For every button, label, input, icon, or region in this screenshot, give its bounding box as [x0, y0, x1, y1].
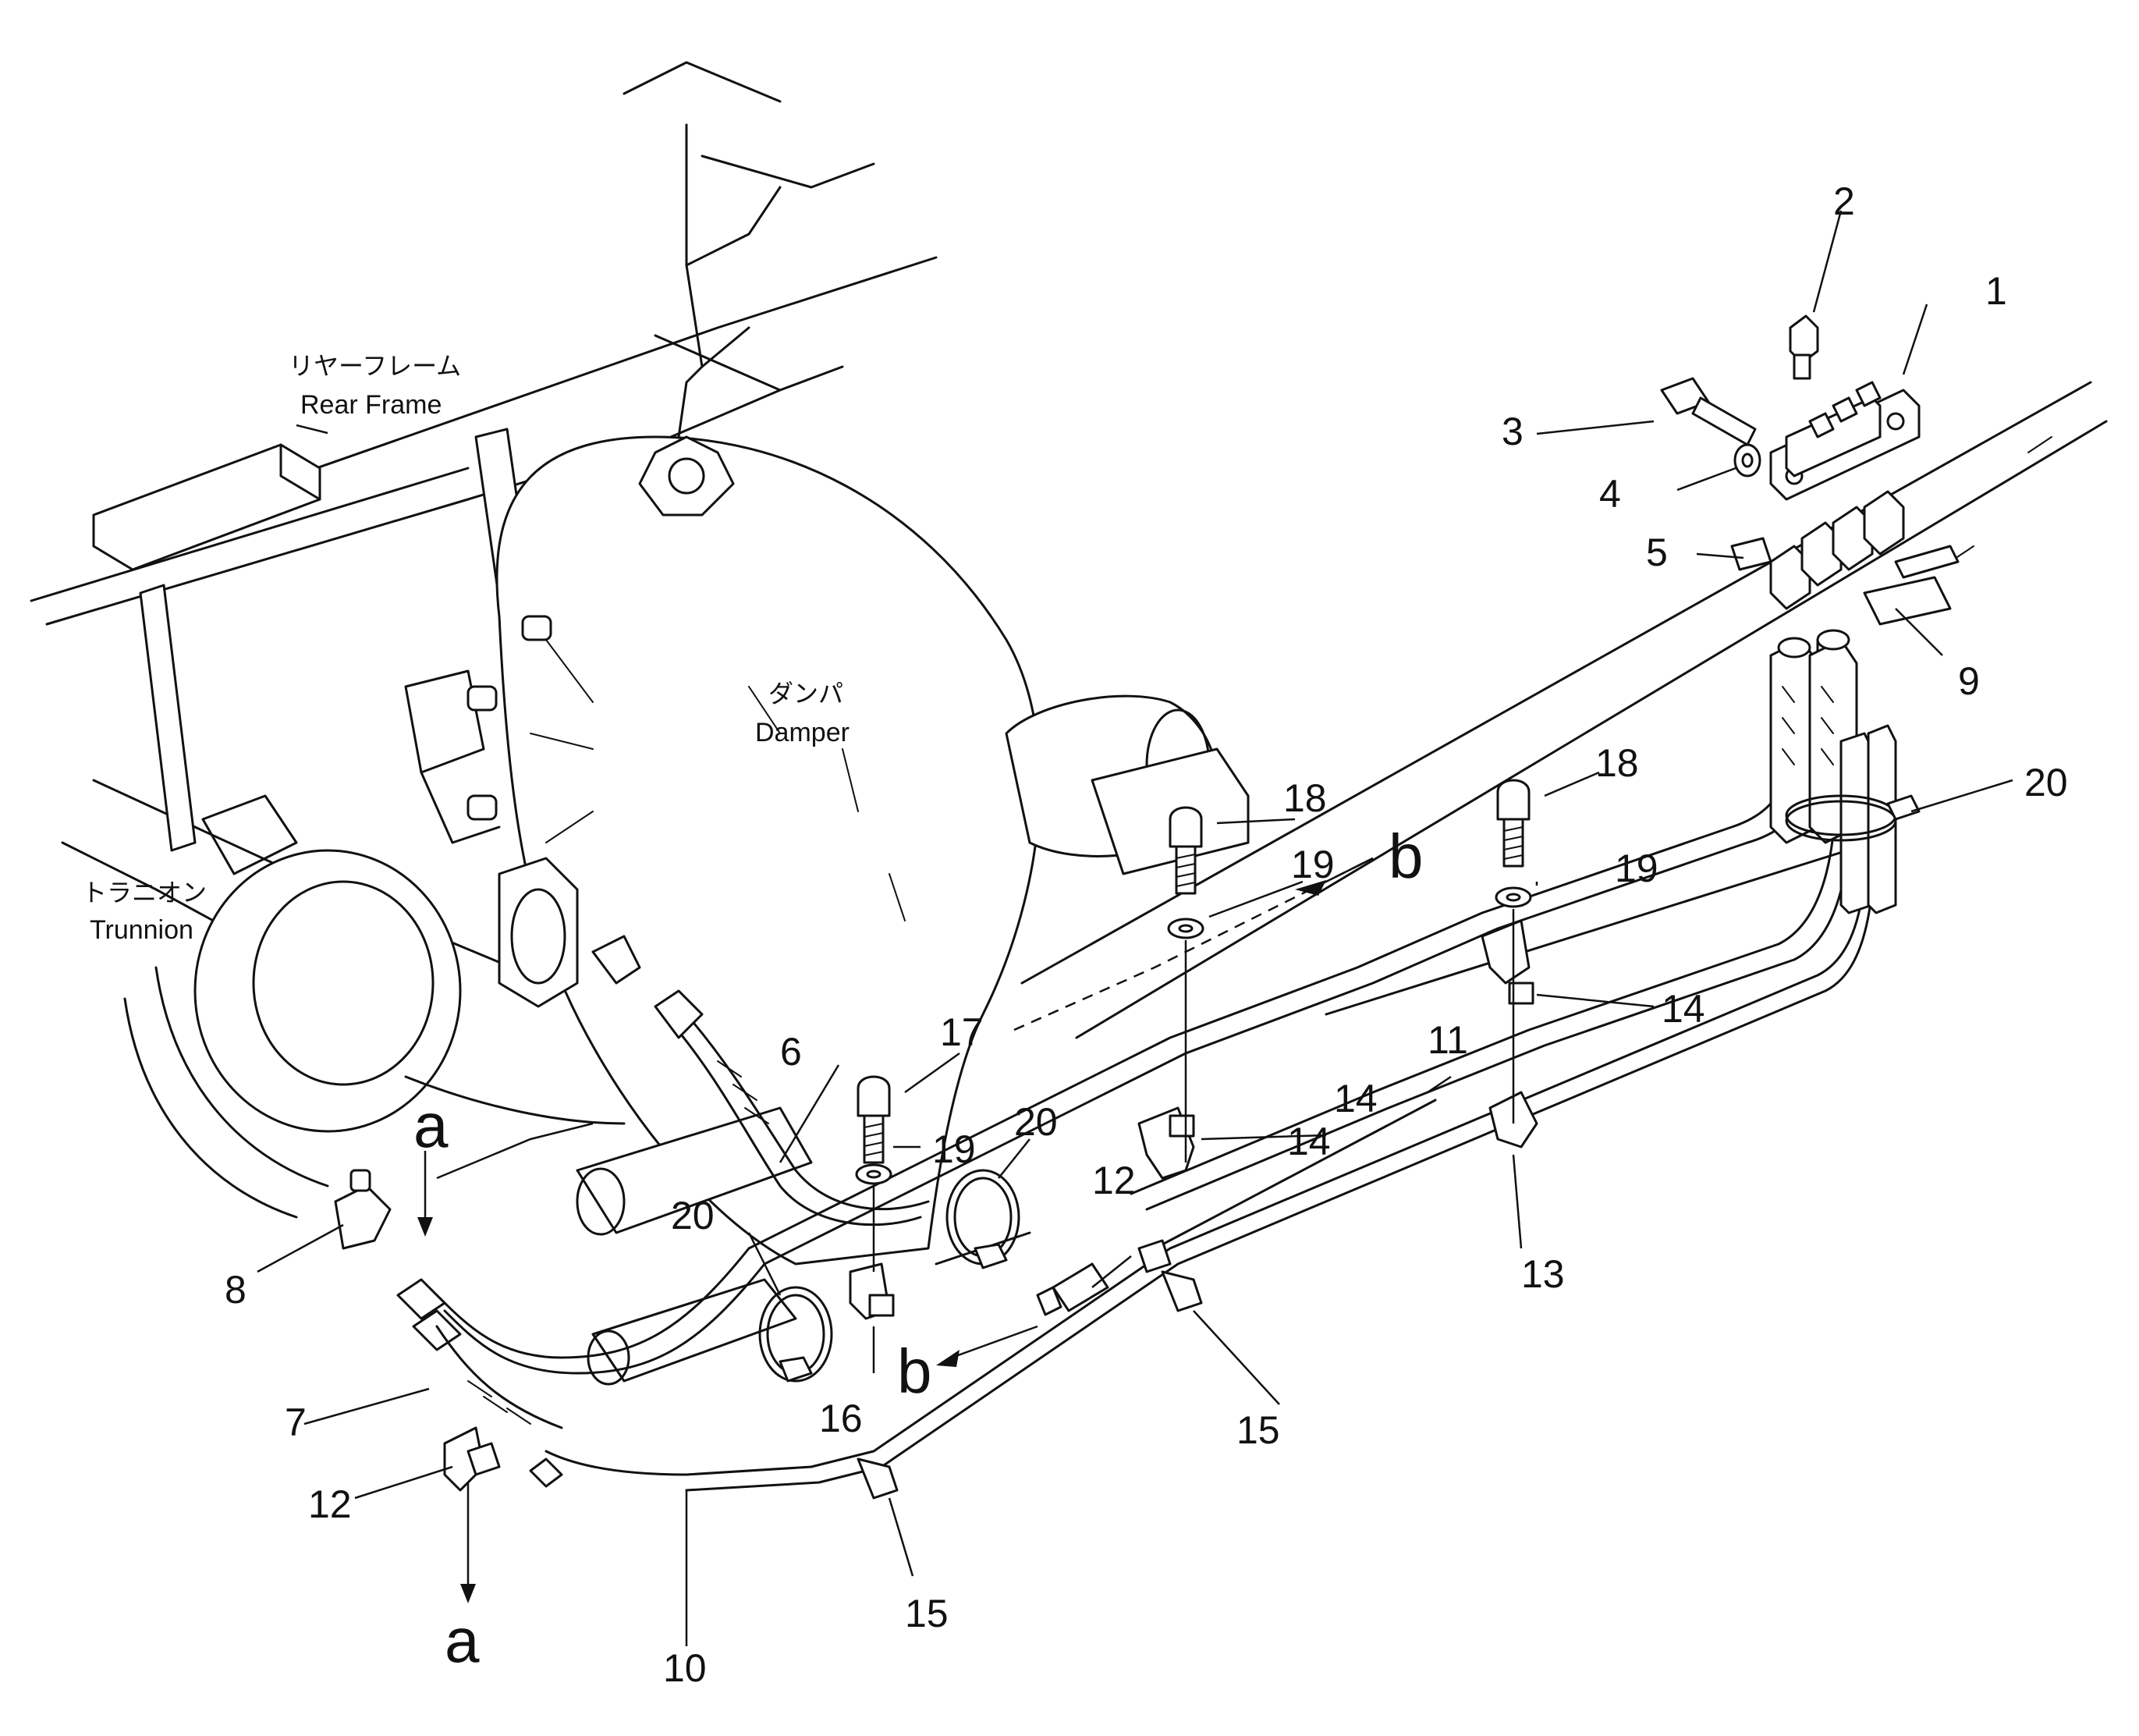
leader-lines [257, 210, 2013, 1646]
manifold-block [1769, 381, 1921, 501]
callout-18-right: 18 [1595, 741, 1639, 785]
clamps [758, 794, 1921, 1500]
view-marker-b-top: b [1389, 822, 1424, 891]
label-rear-frame-jp: リヤーフレーム [289, 351, 461, 381]
callout-9: 9 [1958, 659, 1980, 703]
view-marker-b-bottom: b [897, 1337, 932, 1406]
label-damper-en: Damper [755, 718, 850, 747]
callout-13: 13 [1521, 1252, 1565, 1296]
damper-drawing [466, 365, 1250, 1266]
view-marker-a-bottom: a [445, 1606, 480, 1675]
hose-7 [396, 1278, 563, 1429]
callout-numbers: 1 2 3 4 5 6 7 8 9 10 11 12 12 13 14 14 1… [225, 179, 2068, 1690]
view-marker-a-top: a [413, 1091, 449, 1160]
bolts-and-washers [855, 779, 1532, 1272]
elbow-fitting-12-lower [443, 1426, 501, 1492]
label-trunnion-jp: トラニオン [82, 878, 207, 907]
rear-frame-drawing [30, 61, 938, 1016]
callout-20-left: 20 [671, 1194, 715, 1237]
callout-2: 2 [1833, 179, 1855, 223]
callout-12-middle: 12 [1092, 1159, 1136, 1202]
fitting-12-middle [1036, 1239, 1172, 1316]
callout-3: 3 [1502, 410, 1524, 453]
callout-14-middle: 14 [1334, 1077, 1378, 1120]
label-damper-jp: ダンパ [768, 679, 843, 708]
callout-19-right: 19 [1615, 847, 1658, 890]
callout-5: 5 [1646, 531, 1668, 574]
callout-20-middle: 20 [1014, 1100, 1058, 1144]
bracket-9 [1863, 545, 1960, 626]
callout-11: 11 [1428, 1018, 1468, 1062]
label-trunnion-en: Trunnion [90, 915, 193, 945]
view-markers: a a b b [413, 822, 1424, 1675]
callout-7: 7 [285, 1401, 307, 1444]
view-arrows [417, 857, 1374, 1603]
grease-fitting-2 [1789, 314, 1819, 380]
callout-6: 6 [780, 1030, 802, 1074]
callout-14-right: 14 [1662, 987, 1705, 1031]
callout-19-left: 19 [1291, 843, 1335, 886]
lower-bar-drawing [576, 1106, 813, 1386]
callout-14-left: 14 [1287, 1120, 1331, 1163]
callout-15-lower: 15 [905, 1592, 949, 1635]
callout-12-lower: 12 [308, 1482, 352, 1526]
frame-rails-drawing [935, 381, 2108, 1266]
hose-6 [654, 989, 930, 1227]
callout-4: 4 [1599, 472, 1621, 516]
callout-19-lower: 19 [932, 1127, 976, 1171]
washer-4 [1733, 443, 1761, 477]
callout-10: 10 [663, 1646, 707, 1690]
hose-bundle [1769, 629, 1897, 914]
bolt-3 [1660, 377, 1757, 446]
component-labels: リヤーフレーム Rear Frame ダンパ Damper トラニオン Trun… [82, 351, 850, 945]
callout-20-right: 20 [2024, 761, 2068, 804]
callout-16: 16 [819, 1397, 863, 1440]
callout-17: 17 [940, 1010, 984, 1054]
fittings-5 [1730, 490, 1905, 610]
callout-18-left: 18 [1283, 776, 1327, 820]
pipe-end-fittings [529, 1457, 563, 1488]
fitting-8 [334, 1169, 392, 1250]
callout-15-middle: 15 [1236, 1408, 1280, 1452]
trunnion-drawing [123, 849, 626, 1219]
callout-8: 8 [225, 1268, 247, 1312]
label-rear-frame-en: Rear Frame [300, 390, 442, 420]
callout-1: 1 [1985, 269, 2007, 313]
